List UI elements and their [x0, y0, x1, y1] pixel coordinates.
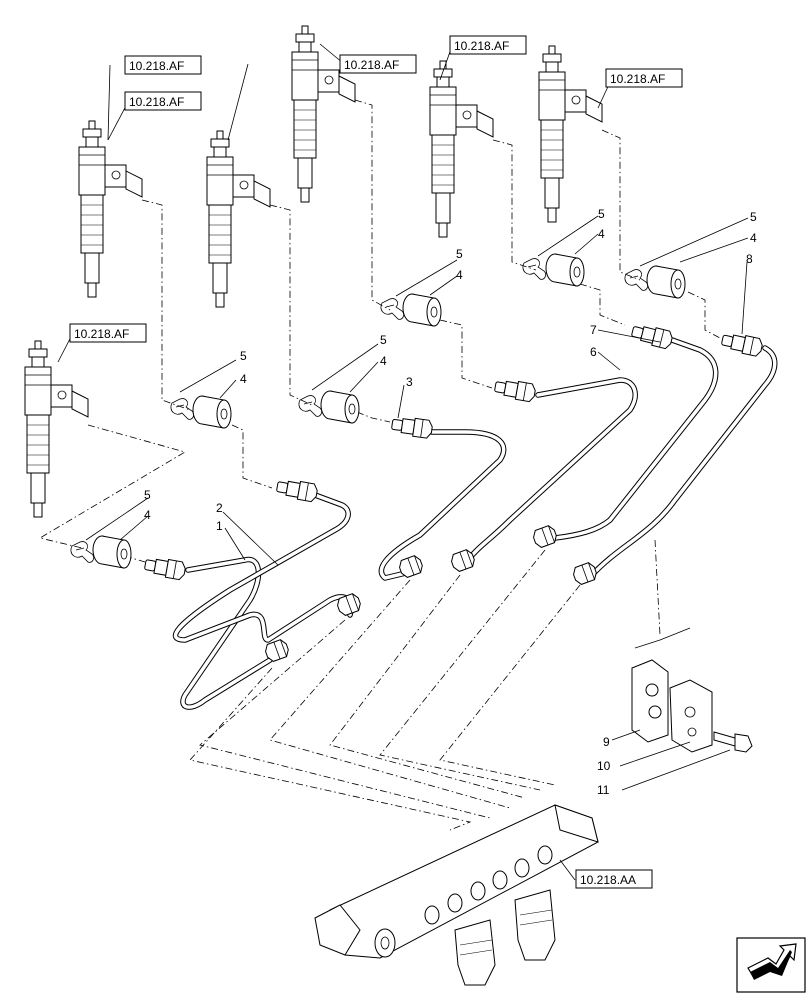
ref-label: 10.218.AF	[344, 58, 399, 72]
clamp-half-9	[631, 659, 669, 743]
ref-label: 10.218.AF	[74, 327, 129, 341]
callout-6: 6	[590, 345, 597, 359]
callout-4: 4	[598, 227, 605, 241]
injector-5	[538, 45, 603, 223]
injector-centerlines	[38, 99, 721, 563]
clip-seal-1	[170, 395, 232, 429]
clamp-half-10	[669, 679, 713, 753]
rail-centerlines	[189, 539, 691, 831]
ref-box-injector-5: 10.218.AF	[605, 68, 683, 88]
clip-seal-5	[624, 265, 686, 299]
callout-7: 7	[590, 323, 597, 337]
callout-1: 1	[216, 519, 223, 533]
ref-box-injector-6: 10.218.AF	[69, 323, 147, 343]
common-rail	[314, 804, 599, 986]
pipe-3	[378, 414, 507, 581]
callout-11: 11	[597, 783, 610, 797]
callout-9: 9	[603, 735, 610, 749]
pipe-6	[449, 377, 638, 574]
pipe-8	[571, 330, 778, 587]
clip-seal-6	[70, 535, 132, 569]
ref-label: 10.218.AF	[129, 59, 184, 73]
callout-5: 5	[240, 349, 247, 363]
ref-label: 10.218.AF	[454, 39, 509, 53]
pipe-2	[172, 477, 363, 643]
callout-5: 5	[144, 488, 151, 502]
clip-seal-4	[522, 253, 585, 287]
clip-seal-2	[298, 390, 360, 424]
callout-4: 4	[456, 268, 463, 282]
callout-4: 4	[144, 508, 151, 522]
callout-4: 4	[750, 231, 757, 245]
callout-5: 5	[456, 247, 463, 261]
ref-box-rail: 10.218.AA	[575, 869, 653, 889]
callout-4: 4	[240, 372, 247, 386]
ref-box-injector-4: 10.218.AF	[449, 35, 527, 55]
callout-3: 3	[406, 375, 413, 389]
injector-6	[24, 340, 89, 518]
ref-box-injector-2: 10.218.AF	[124, 91, 202, 111]
injector-2	[206, 130, 271, 308]
callout-4: 4	[380, 354, 387, 368]
callout-10: 10	[597, 759, 611, 773]
ref-label: 10.218.AF	[610, 72, 665, 86]
injector-3	[291, 25, 356, 203]
ref-box-injector-1: 10.218.AF	[124, 55, 202, 75]
callout-8: 8	[746, 252, 753, 266]
ref-box-injector-3: 10.218.AF	[339, 54, 417, 74]
injector-1	[78, 120, 143, 298]
pipe-1	[143, 555, 291, 710]
bolt-11	[713, 731, 753, 753]
leader-lines	[57, 43, 749, 881]
callout-5: 5	[750, 210, 757, 224]
ref-label: 10.218.AA	[580, 873, 636, 887]
pipe-7	[531, 321, 719, 550]
callout-5: 5	[598, 207, 605, 221]
callout-numbers: 5 4 5 4 3 5 4 5 4 5 4 8 7 6 5 4 2 1 9 10…	[144, 207, 757, 797]
ref-label: 10.218.AF	[129, 95, 184, 109]
callout-2: 2	[216, 501, 223, 515]
injector-4	[429, 60, 494, 238]
direction-arrow-icon[interactable]	[736, 937, 806, 993]
callout-5: 5	[380, 333, 387, 347]
